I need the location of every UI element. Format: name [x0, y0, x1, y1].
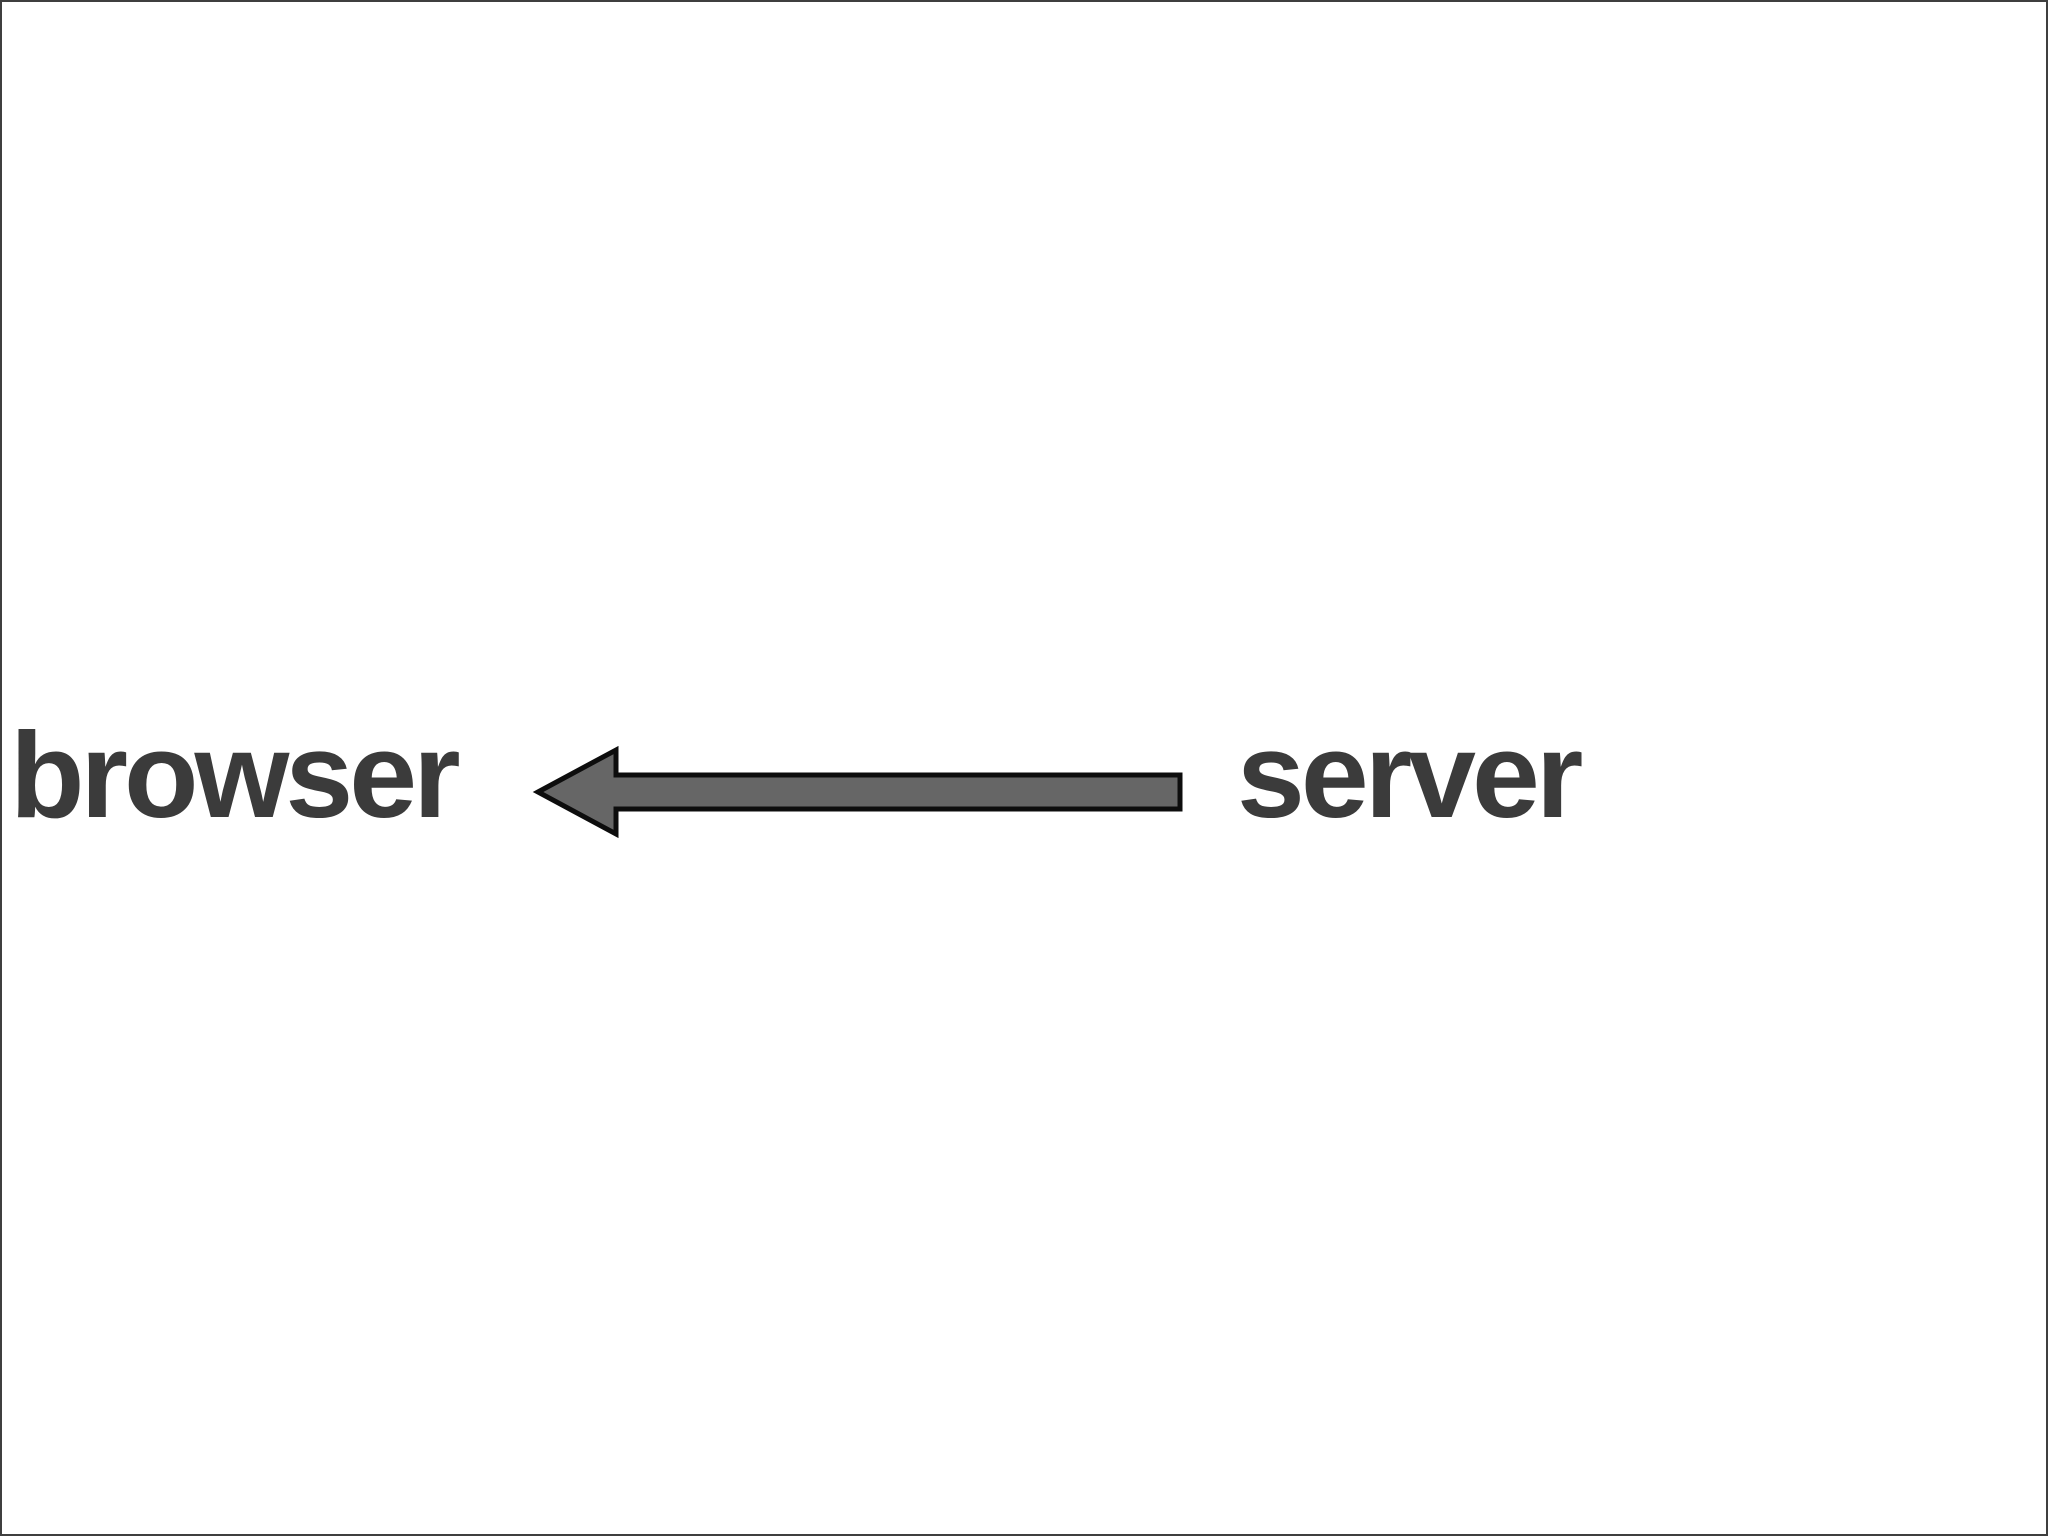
browser-node-label: browser	[10, 707, 461, 843]
server-node-label: server	[1237, 707, 1583, 843]
left-arrow-shape	[532, 745, 1183, 839]
server-to-browser-arrow	[532, 745, 1183, 839]
